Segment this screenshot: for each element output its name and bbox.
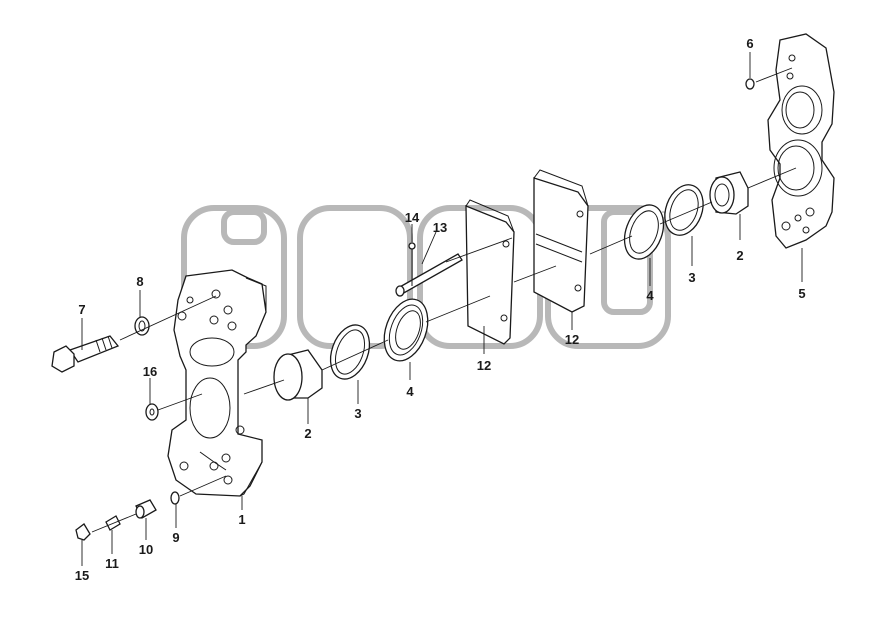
callout-13: 13 <box>433 220 447 235</box>
caliper-housing-left <box>167 269 267 497</box>
callout-15: 15 <box>75 568 89 583</box>
mounting-bolt <box>51 335 120 373</box>
callout-9: 9 <box>172 530 179 545</box>
piston-right <box>709 171 749 215</box>
callout-14: 14 <box>405 210 420 225</box>
callout-12-left: 12 <box>477 358 491 373</box>
retaining-pin <box>395 253 463 297</box>
callout-5: 5 <box>798 286 805 301</box>
bleed-washer <box>145 403 159 421</box>
callout-3-right: 3 <box>688 270 695 285</box>
brake-pad-right <box>533 169 589 313</box>
callout-3-left: 3 <box>354 406 361 421</box>
callout-4-left: 4 <box>406 384 414 399</box>
callout-10: 10 <box>139 542 153 557</box>
caliper-housing-right <box>767 33 835 249</box>
callout-8: 8 <box>136 274 143 289</box>
callout-2-right: 2 <box>736 248 743 263</box>
callout-2-left: 2 <box>304 426 311 441</box>
leader-lines <box>81 52 803 566</box>
dust-boot-left <box>383 298 429 362</box>
callout-1: 1 <box>238 512 245 527</box>
bolt-washer <box>134 316 150 336</box>
seal-ring-right <box>664 184 704 236</box>
bleeder-screw <box>135 499 157 519</box>
seal-ring-left <box>329 324 371 380</box>
callout-16: 16 <box>143 364 157 379</box>
callout-4-right: 4 <box>646 288 654 303</box>
callout-labels: 1 2 2 3 3 4 4 5 6 7 8 9 10 11 12 12 13 1… <box>75 36 806 583</box>
pin-clip <box>408 242 416 286</box>
callout-11: 11 <box>105 556 119 571</box>
dust-boot-right <box>623 204 665 260</box>
dust-cap <box>75 523 91 541</box>
callout-7: 7 <box>78 302 85 317</box>
callout-6: 6 <box>746 36 753 51</box>
assembly-axes <box>91 67 797 533</box>
piston-left <box>273 349 323 401</box>
brake-pad-left <box>465 199 515 345</box>
sealing-ring <box>170 491 180 505</box>
plug-washer <box>745 78 755 90</box>
callout-12-right: 12 <box>565 332 579 347</box>
